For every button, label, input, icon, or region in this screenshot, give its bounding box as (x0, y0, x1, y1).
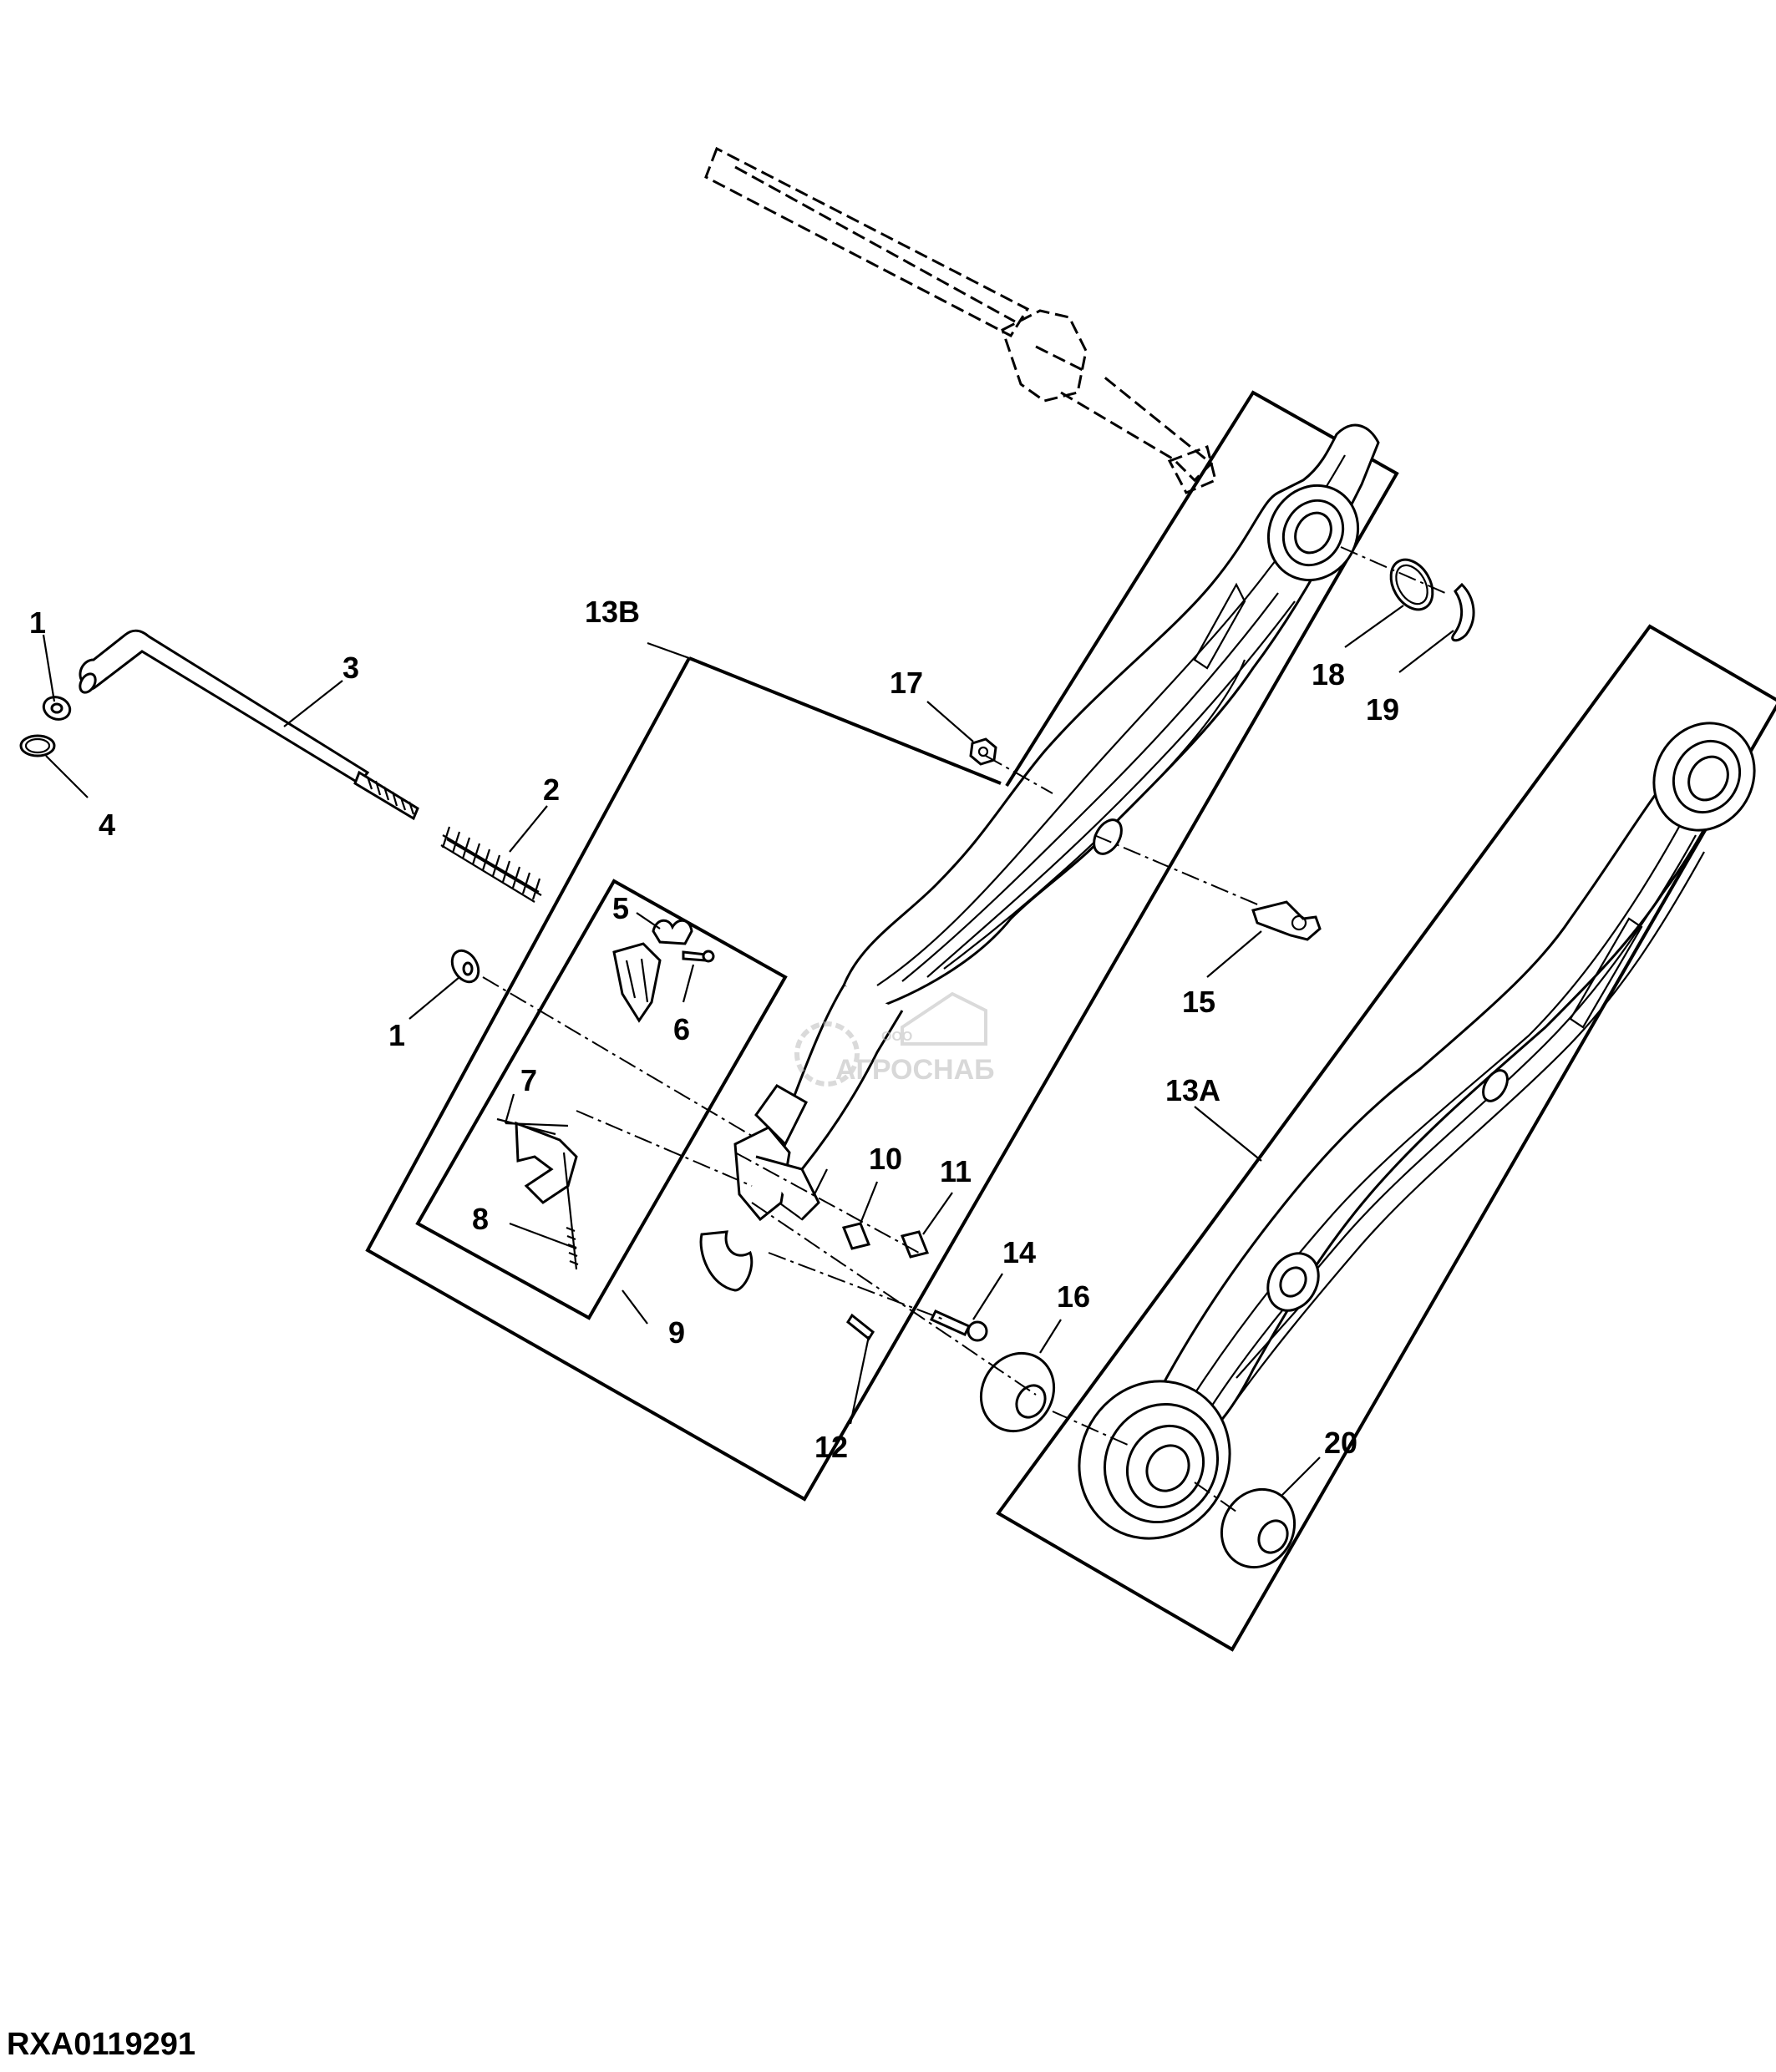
callout-14: 14 (1002, 1235, 1036, 1269)
callout-4: 4 (99, 808, 115, 842)
watermark-brand: АГРОСНАБ (835, 1054, 995, 1086)
callout-8: 8 (472, 1202, 489, 1236)
nut-1-upper (42, 696, 72, 721)
callout-7: 7 (520, 1063, 537, 1097)
ring-19 (1451, 582, 1475, 642)
callout-17: 17 (890, 666, 923, 700)
callout-9: 9 (668, 1315, 685, 1350)
ring-4 (19, 734, 56, 757)
callout-3: 3 (343, 651, 359, 685)
clip-5 (652, 919, 693, 945)
callout-labels: 1 4 3 2 13B 17 18 19 5 6 1 15 13A 7 10 1… (29, 595, 1399, 1464)
ball-20 (1220, 1487, 1296, 1569)
pin-6 (682, 950, 715, 963)
frame-9-latch-kit (415, 879, 788, 1320)
frame-13a (996, 624, 1776, 1652)
callout-13b: 13B (585, 595, 640, 629)
fitting-15 (1251, 900, 1322, 941)
spring-2 (440, 826, 542, 903)
bolt-14 (929, 1310, 988, 1342)
callout-16: 16 (1057, 1279, 1090, 1314)
watermark-prefix: ООО (881, 1030, 912, 1044)
frame-13b (365, 390, 1399, 1502)
bolt-11 (900, 1230, 930, 1259)
callout-20: 20 (1324, 1426, 1357, 1460)
nut-1-lower (450, 949, 480, 984)
figure-code: RXA0119291 (7, 2027, 195, 2062)
nut-17 (969, 737, 997, 766)
assembly-lines (482, 546, 1446, 1512)
callout-2: 2 (543, 773, 560, 807)
pto-shaft-phantom (704, 146, 1217, 494)
bolt-10 (841, 1222, 871, 1250)
ball-16 (979, 1351, 1056, 1433)
callout-19: 19 (1366, 692, 1399, 727)
lower-link-13b (699, 423, 1380, 1292)
callout-13a: 13A (1165, 1073, 1220, 1107)
watermark: ООО АГРОСНАБ (794, 991, 995, 1087)
latch-bracket (612, 942, 662, 1023)
callout-15: 15 (1182, 985, 1215, 1019)
callout-5: 5 (612, 891, 629, 925)
lower-link-13a (1078, 722, 1756, 1540)
callout-12: 12 (814, 1430, 848, 1464)
callout-1-upper: 1 (29, 605, 46, 640)
rod-3 (79, 629, 419, 821)
callout-11: 11 (940, 1154, 972, 1188)
leader-lines (42, 605, 1454, 1496)
bolt-12 (846, 1313, 875, 1341)
callout-6: 6 (673, 1012, 690, 1046)
callout-18: 18 (1312, 657, 1345, 692)
callout-10: 10 (869, 1142, 902, 1176)
ring-18 (1389, 558, 1434, 611)
callout-1-lower: 1 (388, 1018, 405, 1052)
